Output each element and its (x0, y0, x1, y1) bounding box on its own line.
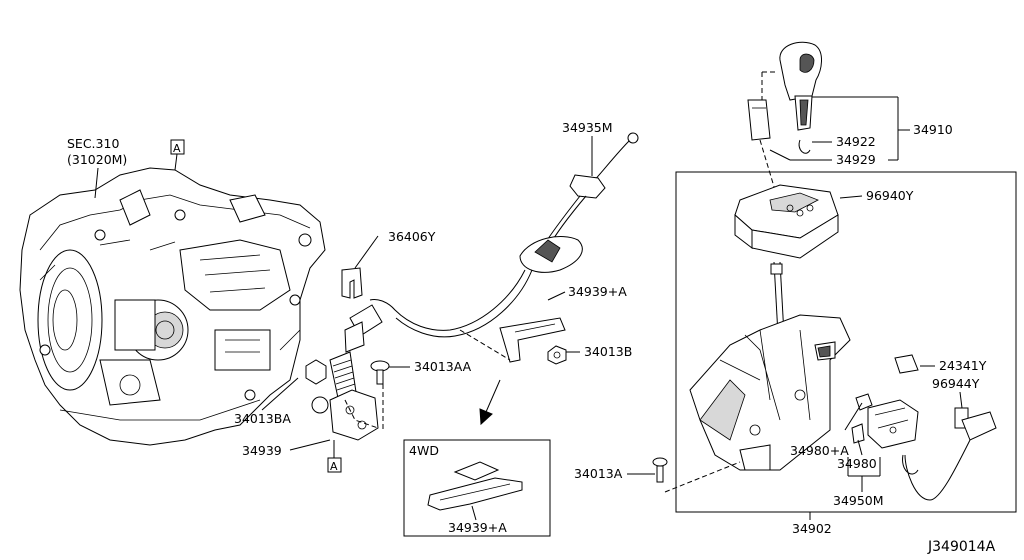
knob-sleeve-34929 (747, 71, 778, 191)
nut-34013B (547, 345, 580, 365)
bolt-34013AA (370, 360, 410, 385)
label-34939-plus-a: 34939+A (568, 284, 627, 299)
label-34929: 34929 (836, 152, 876, 167)
bracket-34939 (289, 384, 384, 451)
inset-4wd: 4WD 34939+A (403, 439, 551, 537)
clip-34922 (798, 139, 811, 154)
direction-arrow (479, 379, 501, 426)
ref-a-bottom: A (327, 440, 342, 473)
inset-title: 4WD (409, 443, 439, 458)
label-36406Y: 36406Y (388, 229, 436, 244)
label-96944Y: 96944Y (932, 376, 980, 391)
label-34935M: 34935M (562, 120, 613, 135)
inset-part-label: 34939+A (448, 520, 507, 535)
bracket-34939-plus-a (459, 317, 566, 363)
ref-a-top-label: A (173, 142, 181, 155)
bracket-34910 (812, 96, 910, 161)
transmission-assembly (19, 167, 326, 446)
shift-knob (779, 41, 822, 131)
label-34013B: 34013B (584, 344, 632, 359)
connector-24341Y (894, 354, 935, 374)
diagram-id: J349014A (927, 539, 996, 555)
ref-a-bottom-label: A (330, 460, 338, 473)
indicator-96940Y (734, 184, 863, 259)
label-34910: 34910 (913, 122, 953, 137)
select-cable (311, 132, 639, 414)
label-34013AA: 34013AA (414, 359, 472, 374)
bolt-34013A (627, 457, 668, 483)
label-34013A: 34013A (574, 466, 623, 481)
ref-a-top: A (170, 139, 185, 171)
clip-36406Y (341, 235, 379, 299)
harness-96944Y (902, 391, 997, 501)
solenoid-34950M (844, 393, 919, 492)
label-34922: 34922 (836, 134, 876, 149)
label-34902: 34902 (792, 521, 832, 536)
label-34980-plus-a: 34980+A (790, 443, 849, 458)
label-34980: 34980 (837, 456, 877, 471)
sec-label-line1: SEC.310 (67, 136, 119, 151)
nut-34013BA (261, 359, 327, 411)
label-24341Y: 24341Y (939, 358, 987, 373)
label-34939: 34939 (242, 443, 282, 458)
label-96940Y: 96940Y (866, 188, 914, 203)
label-34950M: 34950M (833, 493, 884, 508)
shifter-box-34902 (675, 171, 1017, 513)
shift-lever-assembly (664, 261, 851, 493)
sec-label-line2: (31020M) (67, 152, 127, 167)
label-34013BA: 34013BA (234, 411, 291, 426)
